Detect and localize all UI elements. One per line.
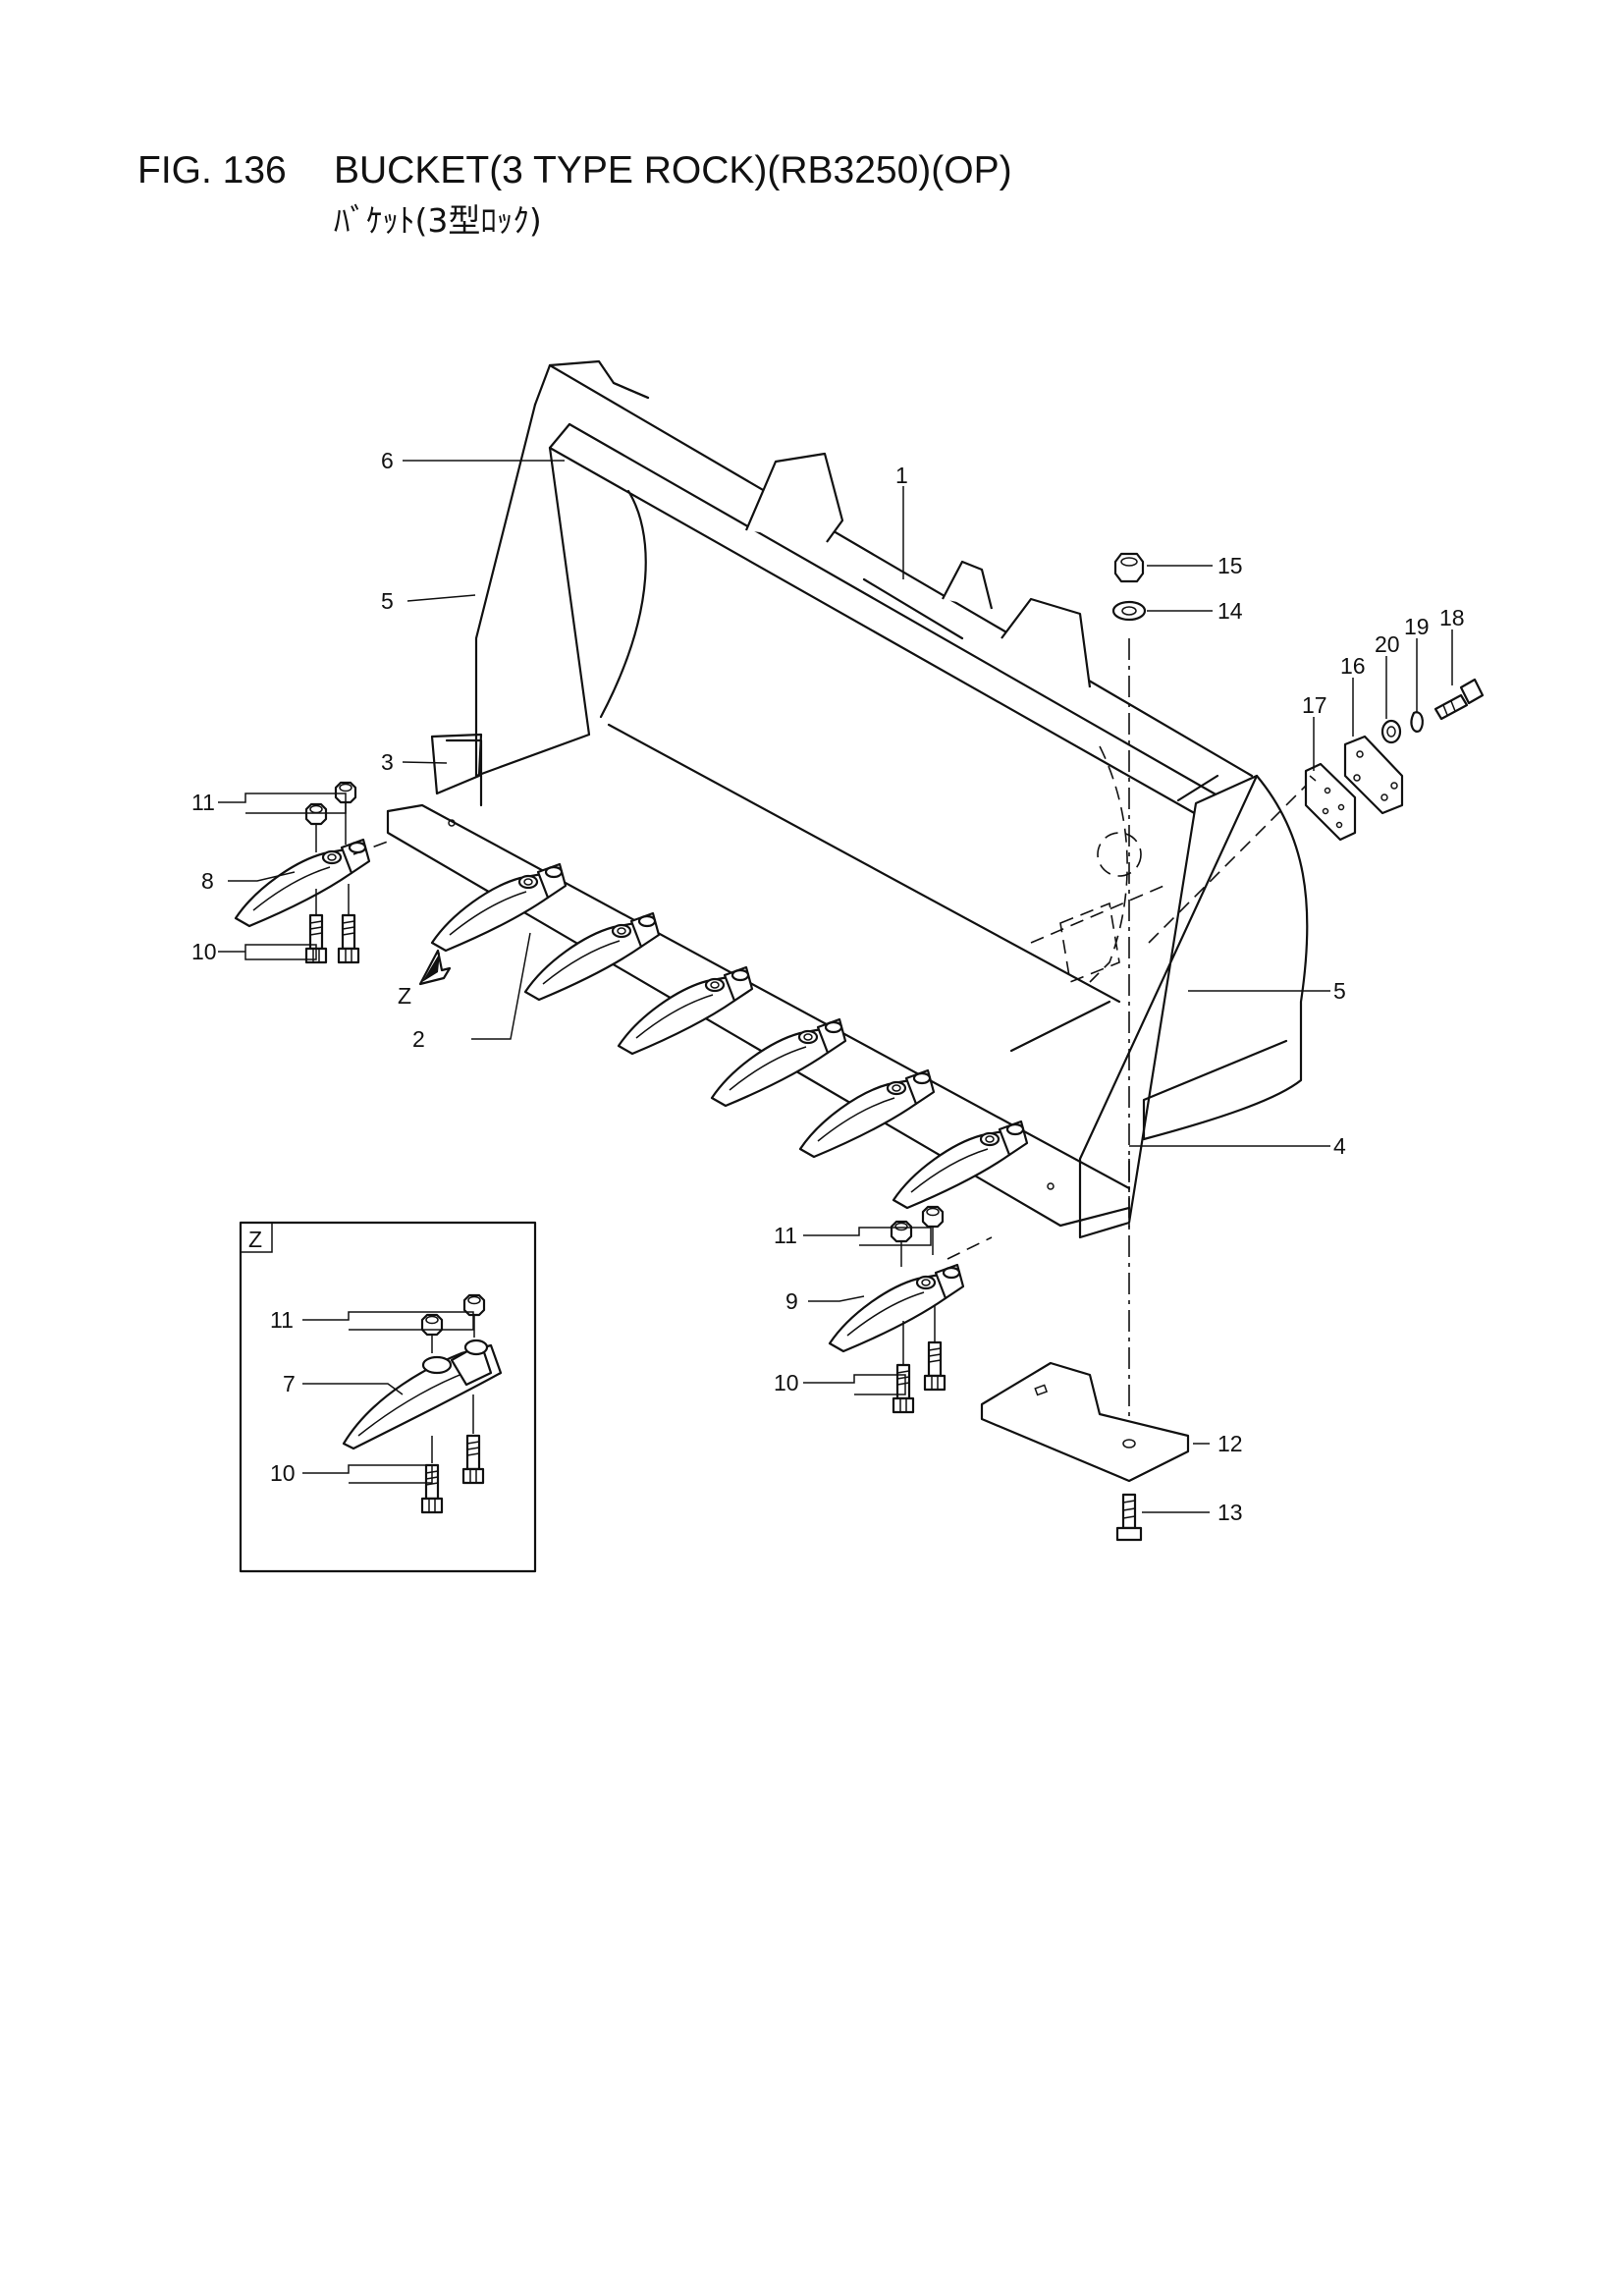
hidden-line-to-plate [1148, 785, 1307, 944]
callout-10-detail: 10 [270, 1460, 296, 1486]
bucket-top-edge [548, 363, 1254, 778]
callout-6: 6 [381, 448, 394, 473]
hidden-rear-contour [1089, 745, 1128, 983]
hidden-line [1030, 883, 1169, 944]
lock-plate [1343, 735, 1404, 815]
bucket-upper-lug-3 [1001, 597, 1092, 688]
callout-5-right: 5 [1333, 978, 1346, 1004]
hidden-bracket [1059, 902, 1120, 984]
detail-box-label: Z [248, 1227, 262, 1252]
tooth-4 [710, 1017, 847, 1108]
callout-1: 1 [895, 463, 908, 488]
bucket-assembly [386, 359, 1309, 1239]
cutting-edge-front [386, 809, 1131, 1228]
wear-plate [980, 1361, 1190, 1483]
tooth-5 [798, 1068, 936, 1159]
bucket-right-outer-curve [1142, 774, 1309, 1141]
bucket-left-corner-piece [430, 733, 483, 795]
upper-nut-and-washer [1111, 552, 1147, 622]
callout-11-left: 11 [191, 790, 215, 815]
side-bolt [1434, 678, 1485, 721]
bucket-right-floor [1009, 1000, 1111, 1053]
callout-9: 9 [785, 1288, 798, 1314]
title-row: FIG. 136 BUCKET(3 TYPE ROCK)(RB3250)(OP) [137, 149, 1414, 192]
bucket-rear-inner-edge [548, 446, 1200, 817]
callout-11-detail: 11 [270, 1307, 294, 1333]
left-exploded-tooth [234, 781, 394, 964]
callout-4: 4 [1333, 1133, 1346, 1159]
bucket-left-side-plate [474, 403, 591, 778]
shim-plate [1304, 762, 1357, 842]
bucket-upper-lug-1 [744, 452, 844, 543]
callout-5-left: 5 [381, 588, 394, 614]
figure-subtitle: ﾊﾞｹｯﾄ(3型ﾛｯｸ) [334, 201, 542, 240]
bucket-top-left-corner [533, 359, 650, 407]
spring-washer [1410, 711, 1424, 733]
callout-17: 17 [1302, 692, 1327, 718]
view-z-label: Z [398, 983, 411, 1009]
callout-leaders [218, 460, 1453, 1513]
callout-19: 19 [1404, 614, 1430, 639]
tooth-2 [523, 911, 661, 1002]
callout-20: 20 [1375, 631, 1400, 657]
callout-8: 8 [201, 868, 214, 894]
callout-12: 12 [1217, 1431, 1243, 1456]
callout-10-left: 10 [191, 939, 217, 964]
lower-bolt [1115, 1493, 1143, 1542]
bucket-right-wear-plate [1142, 1039, 1288, 1141]
callout-11-right: 11 [774, 1223, 797, 1248]
hidden-pin-boss [1097, 832, 1142, 877]
bucket-upper-lug-2 [942, 560, 994, 610]
bucket-right-side-plate [1078, 774, 1259, 1239]
bucket-right-top-corner [1176, 774, 1219, 802]
washer-20 [1380, 719, 1402, 744]
figure-number: FIG. 136 [137, 149, 287, 191]
callout-numbers: 1 2 3 4 5 5 6 7 8 9 10 10 10 11 11 11 12… [191, 448, 1465, 1525]
callout-2: 2 [412, 1026, 425, 1052]
callout-7: 7 [283, 1371, 296, 1396]
bucket-top-lip [612, 381, 650, 400]
callout-14: 14 [1217, 598, 1243, 624]
callout-15: 15 [1217, 553, 1243, 578]
side-lock-parts [1304, 678, 1485, 842]
callout-10-right: 10 [774, 1370, 799, 1395]
right-exploded-tooth [828, 1205, 993, 1414]
tooth-row [430, 862, 1029, 1210]
bucket-top-bracket [862, 577, 964, 640]
callout-18: 18 [1439, 605, 1465, 630]
callout-13: 13 [1217, 1500, 1243, 1525]
callout-16: 16 [1340, 653, 1366, 679]
figure-title: BUCKET(3 TYPE ROCK)(RB3250)(OP) [334, 149, 1012, 191]
tooth-1 [430, 862, 568, 953]
bucket-left-inner-curve [599, 489, 647, 719]
detail-view-z-box [239, 1221, 537, 1573]
bucket-floor-line [607, 723, 1121, 1004]
cutting-edge-top [386, 803, 1131, 1190]
detail-tooth-assembly [342, 1293, 503, 1514]
callout-3: 3 [381, 749, 394, 775]
bucket-top-inner-edge [568, 422, 1219, 797]
